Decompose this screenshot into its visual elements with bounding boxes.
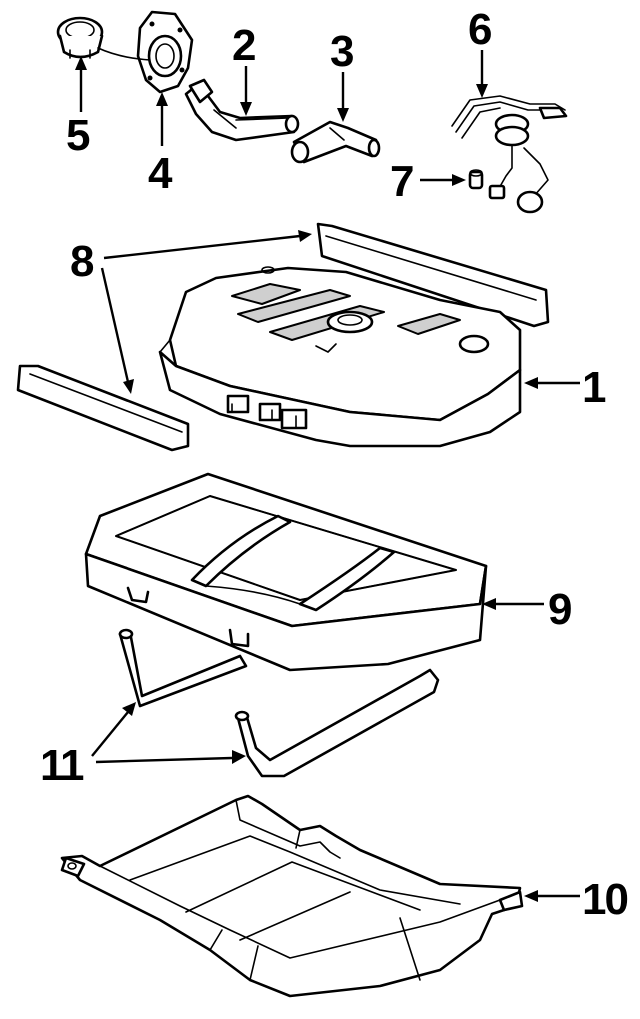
callout-leaders (75, 50, 580, 902)
callout-1: 1 (582, 363, 606, 412)
part-10-skid-plate (60, 794, 524, 998)
callout-11: 11 (40, 741, 84, 790)
part-11-tank-straps (118, 628, 440, 778)
callout-3: 3 (330, 27, 353, 76)
part-1-fuel-tank (158, 266, 522, 448)
part-4-filler-neck-housing (97, 10, 194, 94)
callout-5: 5 (66, 111, 90, 160)
callout-6: 6 (468, 5, 491, 54)
part-5-fuel-cap (56, 16, 104, 59)
callout-10: 10 (582, 875, 627, 924)
part-6-fuel-pump-sender (451, 95, 568, 214)
part-8-insulator-strips (16, 222, 550, 452)
callout-9: 9 (548, 585, 571, 634)
part-9-tank-tray (84, 472, 488, 672)
callout-2: 2 (232, 21, 255, 70)
part-3-vent-hose (290, 120, 381, 164)
callout-8: 8 (70, 237, 94, 286)
callout-7: 7 (390, 157, 413, 206)
callout-4: 4 (148, 149, 173, 198)
part-2-filler-pipe (184, 78, 300, 142)
part-7-grommet (468, 169, 484, 190)
